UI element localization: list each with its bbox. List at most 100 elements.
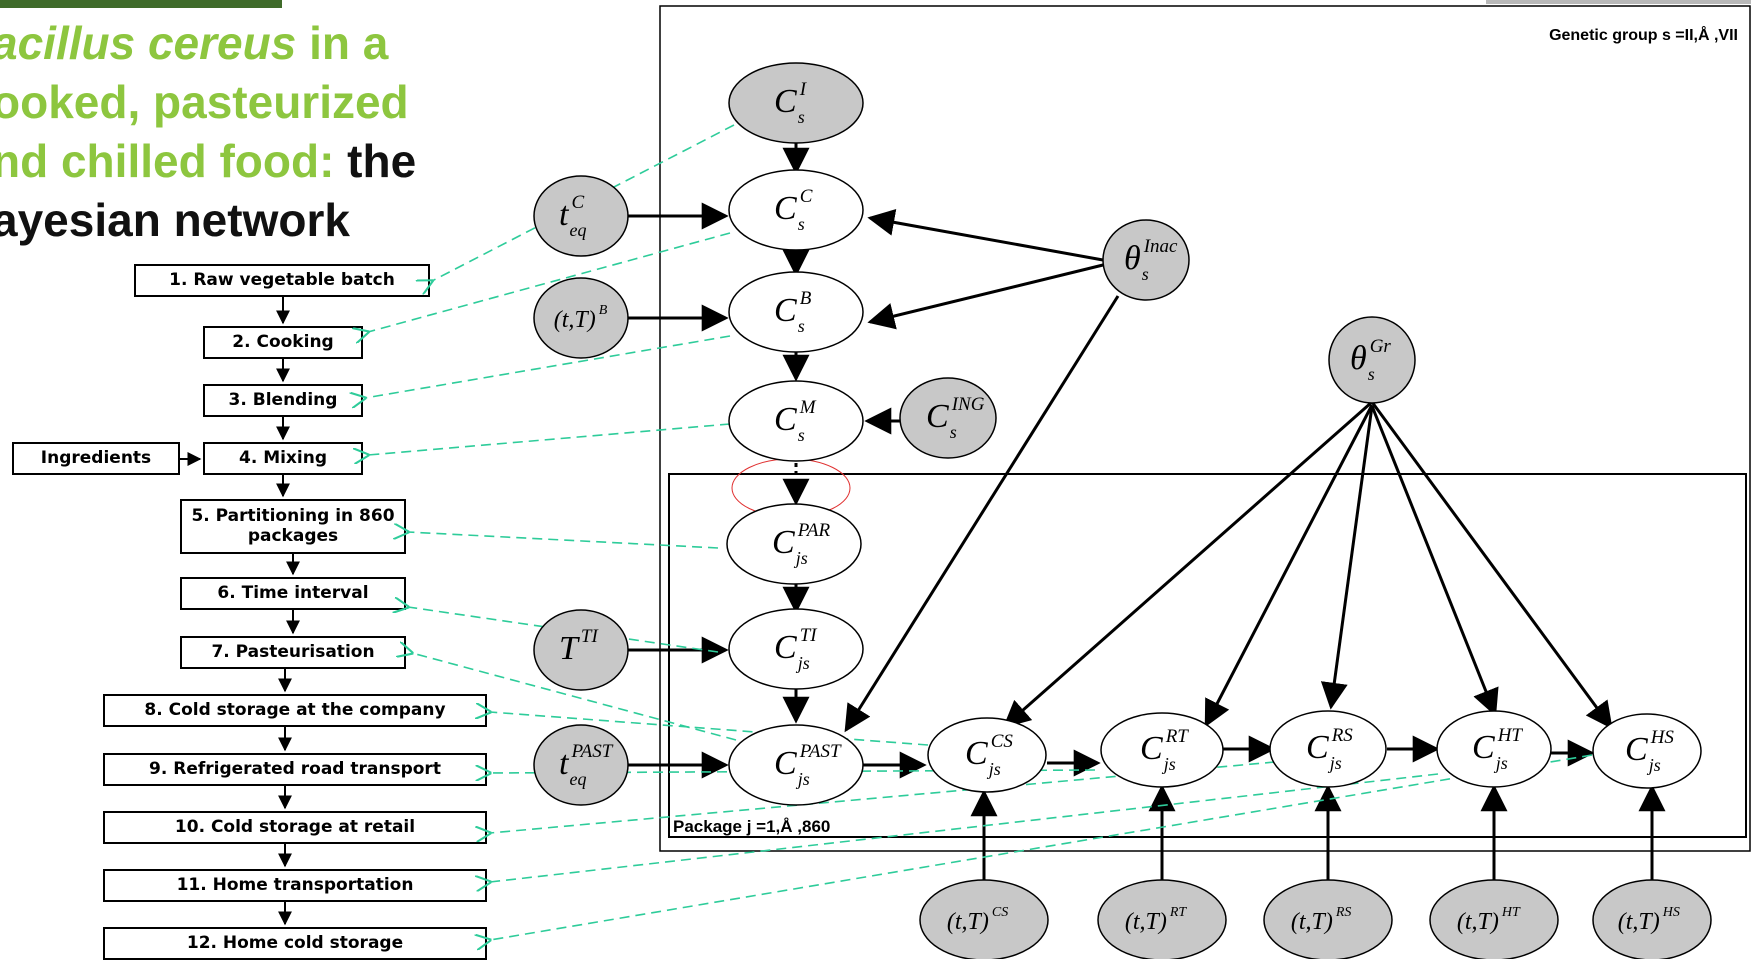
- node-tT-CS: (t,T)CS: [919, 879, 1049, 959]
- node-tT-HS-shape: [1592, 879, 1712, 959]
- edge-thetaInac-CPAST: [844, 295, 1120, 733]
- node-T-TI-label: T: [559, 630, 580, 667]
- node-C-js-RS-superscript: RS: [1331, 725, 1354, 746]
- node-theta-s-Inac-subscript: s: [1142, 264, 1149, 284]
- node-C-js-CS-subscript: js: [987, 759, 1001, 779]
- node-C-js-TI-superscript: TI: [800, 625, 819, 646]
- process-step-7: 7. Pasteurisation: [180, 636, 406, 669]
- node-C-s-ING-label: C: [926, 398, 949, 435]
- node-C-js-PAR-subscript: js: [794, 548, 808, 568]
- node-tT-CS-shape: [919, 879, 1049, 959]
- header-photo-strip: [0, 0, 282, 8]
- link-CC-step2: [368, 232, 731, 332]
- node-C-js-HT-shape: [1436, 710, 1552, 788]
- link-CHS-step12: [490, 754, 1593, 940]
- node-tT-B-superscript: B: [599, 303, 608, 318]
- node-tT-HT: (t,T)HT: [1429, 879, 1559, 959]
- node-tT-RT-label: (t,T): [1125, 909, 1167, 935]
- node-C-js-PAR-superscript: PAR: [797, 520, 831, 541]
- node-C-s-C-shape: [728, 169, 864, 251]
- node-theta-s-Gr-shape: [1328, 316, 1416, 404]
- node-C-s-C-label: C: [774, 190, 797, 227]
- node-C-s-I-shape: [728, 62, 864, 144]
- process-step-9: 9. Refrigerated road transport: [103, 753, 487, 786]
- node-C-js-HS-shape: [1592, 713, 1702, 789]
- node-tT-RS-shape: [1263, 879, 1393, 959]
- process-step-6: 6. Time interval: [180, 577, 406, 610]
- link-CCS-step8: [490, 712, 929, 746]
- node-tT-RS-superscript: RS: [1335, 905, 1352, 920]
- node-tT-HT-shape: [1429, 879, 1559, 959]
- node-t-eq-C-label: t: [559, 196, 570, 233]
- node-theta-s-Inac-label: θ: [1124, 240, 1141, 277]
- node-C-js-RT-subscript: js: [1162, 754, 1176, 774]
- process-step-5: 5. Partitioning in 860 packages: [180, 499, 406, 554]
- node-t-eq-PAST-label: t: [559, 745, 570, 782]
- node-C-js-HT-label: C: [1472, 729, 1495, 766]
- node-tT-HT-superscript: HT: [1501, 905, 1521, 920]
- node-tT-RS: (t,T)RS: [1263, 879, 1393, 959]
- edge-thetaGr-CRT: [1204, 404, 1374, 728]
- process-step-11: 11. Home transportation: [103, 869, 487, 902]
- title-line-3-black: the: [334, 134, 417, 187]
- node-C-js-PAR-label: C: [772, 524, 795, 561]
- node-C-js-CS-shape: [927, 717, 1047, 793]
- edge-thetaGr-CCS: [1002, 400, 1373, 728]
- node-tT-RT: (t,T)RT: [1097, 879, 1227, 959]
- edge-thetaInac-CB: [867, 263, 1104, 330]
- node-theta-s-Gr-superscript: Gr: [1370, 336, 1392, 357]
- node-t-eq-C-superscript: C: [571, 192, 584, 213]
- node-C-s-ING-superscript: ING: [951, 394, 985, 415]
- process-step-10: 10. Cold storage at retail: [103, 811, 487, 844]
- node-tT-RT-shape: [1097, 879, 1227, 959]
- slide-title: acillus cereus in a ooked, pasteurized n…: [0, 14, 520, 250]
- node-C-s-C-subscript: s: [798, 214, 805, 234]
- network-edges: [628, 141, 1666, 890]
- link-CM-step4: [368, 423, 731, 455]
- link-CTI-step6: [408, 607, 719, 653]
- title-line-2: ooked, pasteurized: [0, 75, 409, 128]
- node-C-s-C-superscript: C: [800, 186, 813, 207]
- node-C-js-RT-label: C: [1140, 730, 1163, 767]
- node-C-js-HT-superscript: HT: [1497, 725, 1524, 746]
- node-t-eq-PAST-subscript: eq: [569, 769, 586, 789]
- node-C-s-M-label: C: [774, 401, 797, 438]
- node-C-js-HT-subscript: js: [1494, 753, 1508, 773]
- ingredients-box: Ingredients: [12, 442, 180, 475]
- node-tT-CS-label: (t,T): [947, 909, 989, 935]
- link-CB-step3: [365, 335, 731, 398]
- node-t-eq-PAST-superscript: PAST: [570, 741, 613, 762]
- node-t-eq-PAST-shape: [533, 724, 629, 806]
- node-C-js-TI-label: C: [774, 629, 797, 666]
- node-tT-CS-superscript: CS: [992, 905, 1008, 920]
- edge-thetaGr-CHT: [1370, 405, 1499, 717]
- node-C-js-HS-subscript: js: [1647, 755, 1661, 775]
- node-C-js-PAST-superscript: PAST: [799, 741, 842, 762]
- title-line-3: nd chilled food: the: [0, 132, 520, 191]
- node-C-js-RT-superscript: RT: [1165, 726, 1190, 747]
- process-step-3: 3. Blending: [203, 384, 363, 417]
- link-CPAR-step5: [408, 532, 719, 549]
- process-step-2: 2. Cooking: [203, 326, 363, 359]
- node-C-js-PAST-label: C: [774, 745, 797, 782]
- node-C-s-B-shape: [728, 271, 864, 353]
- node-C-js-RT-shape: [1100, 712, 1224, 788]
- node-C-js-RS-shape: [1269, 710, 1387, 788]
- node-theta-s-Inac-superscript: Inac: [1143, 236, 1178, 257]
- node-C-js-TI-subscript: js: [796, 653, 810, 673]
- node-C-js-TI-shape: [728, 608, 864, 690]
- node-theta-s-Inac-shape: [1102, 219, 1190, 301]
- genetic-group-plate: [659, 5, 1751, 852]
